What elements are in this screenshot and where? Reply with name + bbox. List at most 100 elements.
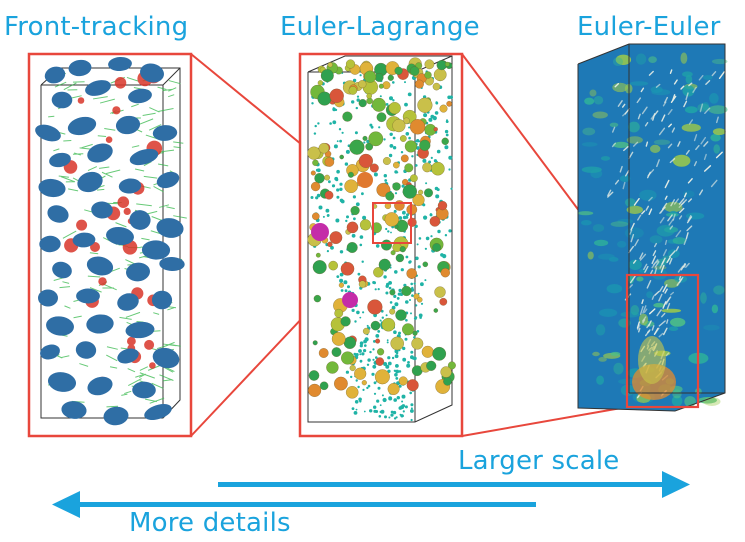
- sphere-particle: [419, 139, 431, 151]
- plume-streak: [678, 201, 685, 208]
- vortex-spot: [149, 362, 156, 369]
- field-line: [139, 372, 155, 379]
- sphere-particle: [433, 308, 439, 313]
- small-particle: [444, 129, 449, 134]
- gas-patch: [651, 89, 671, 96]
- small-particle: [362, 311, 365, 314]
- gas-patch: [608, 257, 619, 262]
- small-particle: [335, 218, 340, 223]
- gas-patch: [612, 82, 629, 93]
- sphere-particle: [312, 260, 327, 275]
- field-line: [59, 286, 71, 289]
- bubble: [51, 91, 73, 109]
- sphere-particle: [334, 376, 348, 391]
- bubble: [75, 341, 97, 359]
- small-particle: [385, 227, 388, 231]
- small-particle: [316, 193, 321, 198]
- gas-patch: [630, 305, 640, 316]
- small-particle: [437, 229, 441, 234]
- small-particle: [400, 268, 404, 272]
- sphere-particle: [318, 348, 329, 358]
- sphere-particle: [439, 104, 448, 113]
- field-line: [64, 305, 71, 309]
- small-particle: [417, 265, 421, 269]
- small-particle: [410, 312, 412, 315]
- euler-euler-field: [578, 44, 725, 411]
- field-line: [105, 169, 121, 175]
- sphere-particle: [354, 367, 367, 380]
- bubble: [86, 256, 114, 276]
- plume-streak: [655, 83, 661, 88]
- small-particle: [341, 131, 344, 134]
- sphere-particle: [358, 153, 373, 168]
- field-line: [79, 147, 92, 150]
- field-line: [87, 166, 98, 172]
- field-line: [54, 81, 67, 88]
- small-particle: [375, 356, 378, 359]
- field-line: [142, 112, 156, 117]
- plume-streak: [667, 108, 673, 116]
- larger-scale-label: Larger scale: [458, 446, 620, 476]
- sphere-particle: [445, 61, 450, 67]
- small-particle: [315, 196, 319, 200]
- small-particle: [310, 196, 314, 199]
- sphere-particle: [432, 82, 441, 91]
- small-particle: [425, 236, 430, 241]
- small-particle: [359, 74, 362, 77]
- small-particle: [390, 410, 394, 414]
- gas-patch: [629, 81, 649, 86]
- field-line: [125, 311, 141, 318]
- small-particle: [367, 358, 371, 362]
- small-particle: [448, 155, 453, 160]
- field-line: [106, 405, 119, 408]
- sphere-particle: [350, 205, 360, 216]
- small-particle: [364, 344, 367, 347]
- small-particle: [394, 302, 399, 307]
- sphere-particle: [331, 347, 342, 357]
- plume-streak: [685, 262, 690, 268]
- small-particle: [435, 101, 438, 104]
- small-particle: [404, 337, 408, 341]
- sphere-particle: [424, 71, 432, 79]
- small-particle: [369, 409, 373, 413]
- small-particle: [408, 136, 411, 140]
- small-particle: [382, 397, 387, 403]
- field-line: [89, 252, 99, 255]
- small-particle: [373, 172, 378, 177]
- small-particle: [416, 139, 420, 143]
- sphere-particle: [359, 219, 372, 231]
- field-line: [81, 143, 93, 149]
- sphere-particle: [313, 294, 322, 303]
- small-particle: [328, 180, 331, 184]
- sphere-particle: [375, 357, 385, 366]
- plume-streak: [619, 165, 623, 173]
- sphere-particle: [395, 309, 407, 321]
- small-particle: [326, 214, 330, 217]
- sphere-particle: [389, 308, 396, 315]
- bubble: [117, 293, 139, 311]
- sphere-particle: [407, 217, 417, 227]
- field-line: [93, 96, 108, 100]
- plume-streak: [643, 308, 648, 313]
- small-particle: [339, 139, 342, 143]
- small-particle: [366, 386, 369, 390]
- gas-patch: [684, 106, 698, 114]
- small-particle: [378, 126, 381, 129]
- small-particle: [416, 330, 420, 333]
- plume-streak: [661, 114, 666, 122]
- small-particle: [356, 98, 360, 102]
- plume-streak: [683, 263, 687, 268]
- gas-patch: [592, 351, 600, 357]
- plume-streak: [625, 169, 630, 177]
- bubble: [77, 171, 103, 193]
- gas-patch: [626, 136, 643, 144]
- small-particle: [354, 320, 357, 323]
- bubble: [126, 262, 150, 282]
- plume-streak: [704, 165, 712, 172]
- small-particle: [373, 409, 377, 413]
- small-particle: [385, 103, 389, 106]
- sphere-particle: [404, 140, 417, 153]
- plume-streak: [652, 113, 656, 121]
- small-particle: [420, 302, 424, 305]
- small-particle: [369, 350, 372, 354]
